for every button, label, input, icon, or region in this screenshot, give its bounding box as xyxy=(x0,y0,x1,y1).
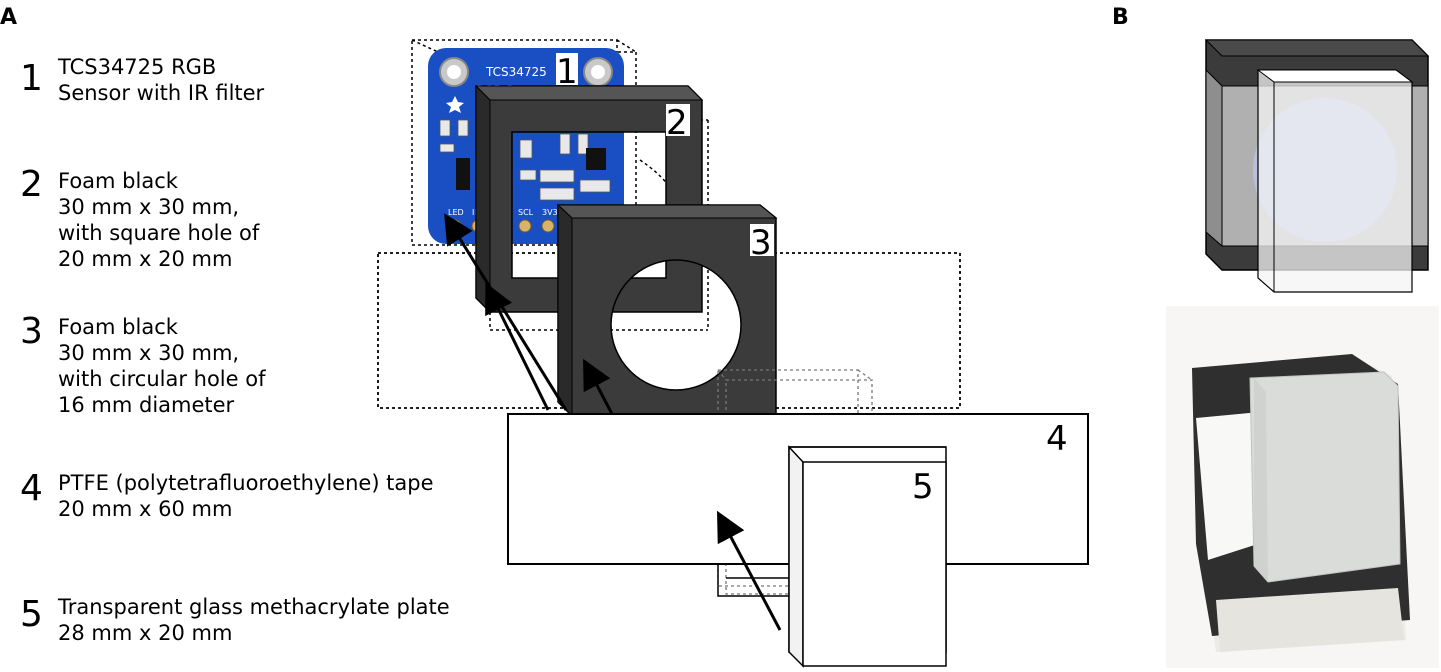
legend-line: 20 mm x 60 mm xyxy=(58,497,232,521)
callout-4: 4 xyxy=(1046,419,1068,459)
callout-2-box xyxy=(666,104,690,136)
legend-line: 28 mm x 20 mm xyxy=(58,621,232,645)
assembled-render xyxy=(1204,39,1430,293)
exploded-view: TCS34725 RGB Sensor LED INT SCL xyxy=(377,39,1089,668)
callout-3-box xyxy=(750,224,774,256)
legend-line: 30 mm x 30 mm, xyxy=(58,341,239,365)
mount-hole-inner xyxy=(591,65,605,79)
legend-number: 3 xyxy=(20,311,43,352)
legend: 1 TCS34725 RGB Sensor with IR filter 2 F… xyxy=(20,55,450,645)
arrow-3 xyxy=(583,358,614,415)
callout-2: 2 xyxy=(666,103,688,143)
legend-line: Transparent glass methacrylate plate xyxy=(57,595,450,619)
transparent-plate: 5 xyxy=(788,445,947,668)
legend-line: with circular hole of xyxy=(58,367,266,391)
callout-1: 1 xyxy=(556,52,578,92)
board-chip-name: TCS34725 xyxy=(485,65,547,79)
legend-item-1: 1 TCS34725 RGB Sensor with IR filter xyxy=(20,55,265,105)
assembled-photo xyxy=(1166,306,1439,668)
legend-line: Foam black xyxy=(58,169,179,193)
legend-number: 4 xyxy=(20,468,43,509)
panel-letter-a: A xyxy=(0,5,17,30)
legend-line: 16 mm diameter xyxy=(58,393,235,417)
legend-item-2: 2 Foam black 30 mm x 30 mm, with square … xyxy=(20,164,260,271)
legend-item-3: 3 Foam black 30 mm x 30 mm, with circula… xyxy=(20,311,266,417)
foam-circular-hole: 3 xyxy=(556,203,778,418)
legend-item-5: 5 Transparent glass methacrylate plate 2… xyxy=(20,594,450,645)
pin-label: LED xyxy=(448,208,464,217)
legend-line: Sensor with IR filter xyxy=(58,81,265,105)
callout-1-box xyxy=(556,53,578,85)
star-logo-icon xyxy=(446,96,464,113)
legend-line: 30 mm x 30 mm, xyxy=(58,195,239,219)
legend-line: 20 mm x 20 mm xyxy=(58,247,232,271)
plate-lower-outline xyxy=(717,564,792,597)
ic-chip xyxy=(586,148,606,170)
panel-letter-b: B xyxy=(1112,5,1129,30)
legend-line: PTFE (polytetrafluoroethylene) tape xyxy=(58,471,434,495)
pin-label: 3V3 xyxy=(542,208,558,217)
pin-label: SCL xyxy=(518,208,534,217)
legend-line: with square hole of xyxy=(58,221,260,245)
ic-chip xyxy=(456,158,470,190)
legend-item-4: 4 PTFE (polytetrafluoroethylene) tape 20… xyxy=(20,468,434,521)
arrow-4 xyxy=(716,510,782,631)
legend-number: 1 xyxy=(20,58,43,99)
arrow-1 xyxy=(444,213,568,411)
callout-3: 3 xyxy=(750,223,772,263)
mount-hole-inner xyxy=(447,65,461,79)
callout-5: 5 xyxy=(912,467,934,507)
legend-number: 2 xyxy=(20,164,43,205)
smd-components xyxy=(439,119,611,201)
legend-line: TCS34725 RGB xyxy=(57,55,216,79)
legend-line: Foam black xyxy=(58,315,179,339)
legend-number: 5 xyxy=(20,594,43,635)
arrow-2 xyxy=(485,282,550,411)
assembly-arrows xyxy=(444,213,782,631)
